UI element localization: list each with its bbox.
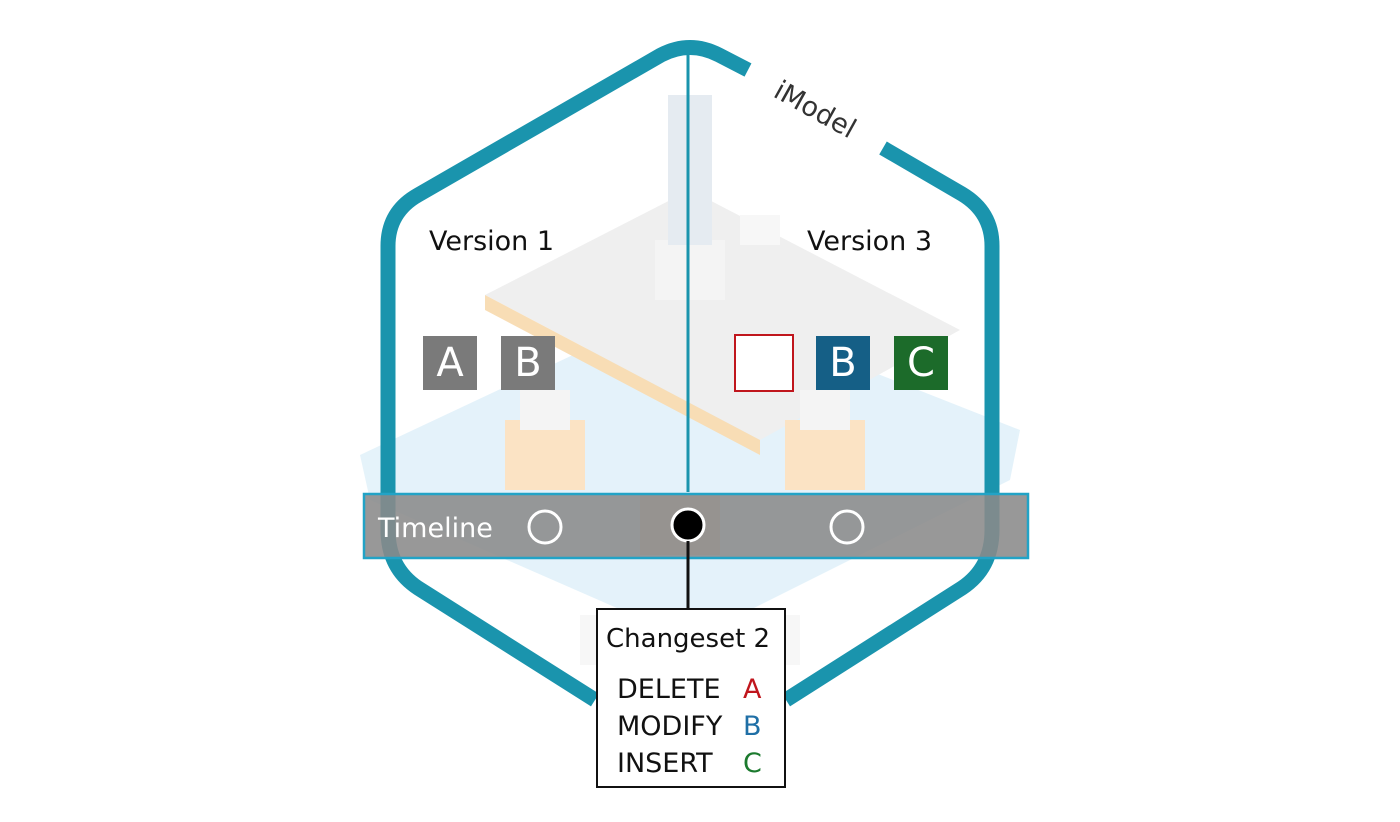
op-target: A <box>743 674 762 705</box>
timeline-label: Timeline <box>377 513 493 544</box>
changeset-op-insert: INSERT C <box>617 748 762 779</box>
changeset-title: Changeset 2 <box>606 624 771 654</box>
imodel-hexagon <box>380 40 752 707</box>
version-3-element-b: B <box>816 336 870 390</box>
imodel-hexagon-right <box>781 141 1000 707</box>
version-1-element-b: B <box>501 336 555 390</box>
timeline-point-version-1[interactable] <box>527 509 563 545</box>
op-label: MODIFY <box>617 711 723 742</box>
version-1-label: Version 1 <box>429 226 555 257</box>
version-3-label: Version 3 <box>807 226 933 257</box>
timeline-point-changeset-2[interactable] <box>670 507 706 543</box>
version-3-element-c: C <box>894 336 948 390</box>
op-target: B <box>743 711 762 742</box>
changeset-op-delete: DELETE A <box>617 674 761 705</box>
timeline-point-version-3[interactable] <box>829 509 865 545</box>
imodel-label: iModel <box>769 75 862 145</box>
version-3-deleted-element <box>734 334 794 392</box>
changeset-box: Changeset 2 DELETE A MODIFY B INSERT C <box>596 608 786 788</box>
changeset-op-modify: MODIFY B <box>617 711 762 742</box>
op-label: INSERT <box>617 748 713 779</box>
op-target: C <box>743 748 762 779</box>
version-1-element-a: A <box>423 336 477 390</box>
op-label: DELETE <box>617 674 721 705</box>
